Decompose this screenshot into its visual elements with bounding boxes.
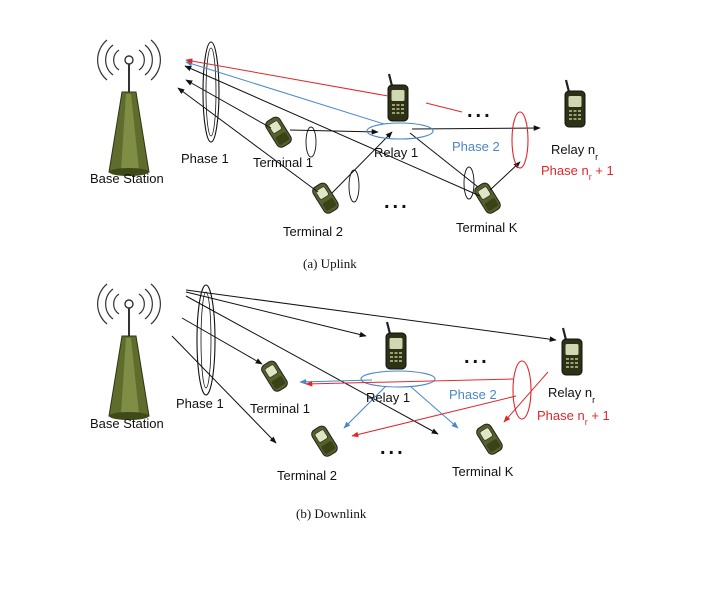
uplink-terminal-2-icon xyxy=(310,180,341,216)
downlink-relay1-to-t1-arrow xyxy=(299,379,373,385)
downlink-relay-nr-icon xyxy=(560,326,584,377)
uplink-panel: Base Station Phase 1 Terminal 1 Terminal… xyxy=(90,39,614,271)
uplink-t1-to-relay1-arrow xyxy=(289,129,379,135)
uplink-phase2-label: Phase 2 xyxy=(452,139,500,154)
uplink-relay1-to-bs-blue-arrow xyxy=(185,61,385,125)
uplink-t2-to-bs-arrow xyxy=(177,87,319,193)
downlink-terminal-1-icon xyxy=(259,358,290,394)
uplink-phase1-ellipse xyxy=(202,41,220,143)
uplink-tk-to-relaynr-arrow xyxy=(489,161,521,191)
downlink-phase1-label: Phase 1 xyxy=(176,396,224,411)
downlink-phase-nr1-ellipse xyxy=(512,360,532,420)
downlink-phase-nr1-label: Phase nr + 1 xyxy=(537,408,610,427)
uplink-relay-chain-red-line xyxy=(425,102,463,113)
uplink-relay-nr-label: Relay nr xyxy=(551,142,598,162)
downlink-terminal-1-label: Terminal 1 xyxy=(250,401,310,416)
downlink-phase1-ellipse xyxy=(196,284,216,396)
downlink-relay-1-label: Relay 1 xyxy=(366,390,410,405)
downlink-relaynr-to-t2-arrow xyxy=(351,395,517,438)
uplink-phase-nr1-ellipse xyxy=(511,111,529,169)
downlink-phase2-ellipse xyxy=(360,370,436,388)
uplink-phase2-ellipse xyxy=(366,122,434,140)
uplink-relay1-tk-link xyxy=(409,132,479,188)
downlink-relay-nr-label: Relay nr xyxy=(548,385,595,405)
uplink-relay-1-icon xyxy=(386,72,410,123)
uplink-relay-nr-icon xyxy=(563,78,587,129)
downlink-relaynr-to-tk-arrow xyxy=(503,371,549,423)
downlink-bs-to-t1-arrow xyxy=(181,317,263,365)
uplink-relay1-to-bs-red-arrow xyxy=(185,58,389,97)
downlink-terminal-k-icon xyxy=(474,421,505,457)
uplink-terminal-1-icon xyxy=(263,114,294,150)
uplink-relay1-to-relaynr-arrow xyxy=(411,125,541,131)
uplink-relay-1-label: Relay 1 xyxy=(374,145,418,160)
downlink-relay-ellipsis: ... xyxy=(464,346,490,368)
downlink-bs-to-t2-arrow xyxy=(171,335,277,444)
uplink-terminal-1-label: Terminal 1 xyxy=(253,155,313,170)
downlink-relay1-to-t2-arrow xyxy=(343,385,387,429)
downlink-phase2-label: Phase 2 xyxy=(449,387,497,402)
uplink-terminal-ellipsis: ... xyxy=(384,191,410,213)
uplink-relay-ellipsis: ... xyxy=(467,100,493,122)
uplink-t2-to-relay1-arrow xyxy=(331,131,393,194)
downlink-terminal-k-label: Terminal K xyxy=(452,464,514,479)
uplink-terminal-k-label: Terminal K xyxy=(456,220,518,235)
downlink-terminal-2-label: Terminal 2 xyxy=(277,468,337,483)
downlink-relaynr-to-t1-arrow xyxy=(305,378,514,387)
downlink-terminal-2-icon xyxy=(309,423,340,459)
downlink-terminal-ellipsis: ... xyxy=(380,437,406,459)
downlink-panel: Base Station Phase 1 Terminal 1 Terminal… xyxy=(90,283,610,521)
uplink-caption: (a) Uplink xyxy=(303,256,357,271)
uplink-phase-nr1-label: Phase nr + 1 xyxy=(541,163,614,182)
downlink-caption: (b) Downlink xyxy=(296,506,367,521)
downlink-bs-to-relaynr-arrow xyxy=(185,289,557,342)
downlink-bs-to-relay1-arrow xyxy=(185,291,367,338)
downlink-bs-to-tk-arrow xyxy=(185,295,439,435)
downlink-base-station-icon xyxy=(96,283,162,421)
downlink-base-station-label: Base Station xyxy=(90,416,164,431)
uplink-base-station-label: Base Station xyxy=(90,171,164,186)
uplink-terminal-2-label: Terminal 2 xyxy=(283,224,343,239)
uplink-base-station-icon xyxy=(96,39,162,177)
downlink-relay1-to-tk-arrow xyxy=(409,385,459,429)
uplink-t1-to-bs-arrow xyxy=(185,79,272,129)
downlink-relay-1-icon xyxy=(384,320,408,371)
uplink-phase1-label: Phase 1 xyxy=(181,151,229,166)
